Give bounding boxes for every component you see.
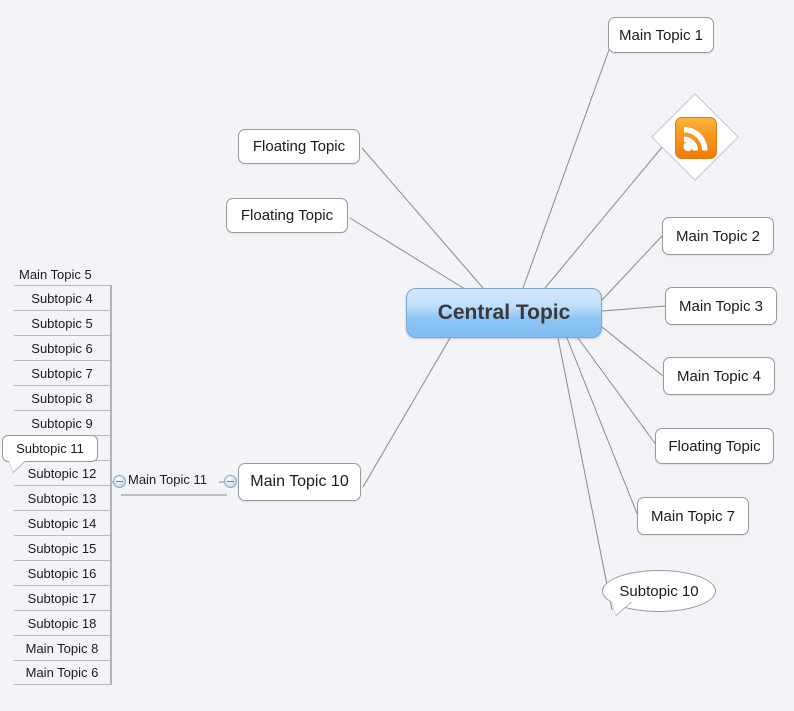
callout-label: Subtopic 11 [16, 441, 84, 456]
edge-to-main-topic-4 [601, 326, 664, 377]
collapsed-branch-main-topic-11[interactable]: Main Topic 11 [128, 472, 207, 487]
topic-main-topic-3[interactable]: Main Topic 3 [665, 287, 777, 325]
topic-label: Main Topic 1 [619, 26, 703, 44]
edge-to-main-topic-3 [601, 305, 667, 312]
outline-row[interactable]: Subtopic 8 [14, 385, 110, 410]
topic-label: Floating Topic [252, 138, 346, 155]
rss-marker[interactable] [651, 93, 739, 181]
topic-label: Floating Topic [668, 437, 761, 455]
topic-label: Main Topic 7 [651, 507, 735, 525]
edge-to-main-topic-7 [566, 337, 639, 517]
collapsed-branch-label: Main Topic 11 [128, 472, 208, 487]
outline-row[interactable]: Subtopic 4 [14, 285, 110, 310]
outline-row[interactable]: Subtopic 6 [14, 335, 110, 360]
edge-to-main-topic-1 [522, 46, 611, 289]
minus-circle-icon-branch[interactable] [113, 475, 126, 488]
topic-main-topic-2[interactable]: Main Topic 2 [662, 217, 774, 255]
outline-row[interactable]: Main Topic 6 [14, 660, 110, 685]
outline-row[interactable]: Main Topic 8 [14, 635, 110, 660]
edge-to-floating-topic-right [577, 337, 658, 447]
rss-feed-icon [675, 117, 717, 159]
topic-floating-topic-lower[interactable]: Floating Topic [226, 198, 348, 233]
outline-row[interactable]: Subtopic 17 [14, 585, 110, 610]
topic-main-topic-1[interactable]: Main Topic 1 [608, 17, 714, 53]
topic-floating-topic-right[interactable]: Floating Topic [655, 428, 774, 464]
outline-row[interactable]: Subtopic 18 [14, 610, 110, 635]
edge-to-subtopic-10 [557, 337, 613, 611]
outline-row[interactable]: Subtopic 12 [14, 460, 110, 485]
edge-to-main-topic-2 [601, 235, 663, 301]
outline-row[interactable]: Subtopic 16 [14, 560, 110, 585]
outline-row[interactable]: Subtopic 7 [14, 360, 110, 385]
edge-to-rss-marker [544, 139, 669, 289]
outline-stack: Subtopic 4 Subtopic 5 Subtopic 6 Subtopi… [14, 285, 112, 685]
topic-main-topic-4[interactable]: Main Topic 4 [663, 357, 775, 395]
central-topic-label: Central Topic [437, 301, 571, 324]
edge-to-main-topic-10 [362, 337, 451, 488]
outline-column: Main Topic 5 Subtopic 4 Subtopic 5 Subto… [14, 266, 112, 685]
callout-subtopic-11[interactable]: Subtopic 11 [2, 435, 98, 462]
edge-to-floating-topic-lower [349, 217, 469, 292]
topic-label: Main Topic 4 [677, 367, 761, 385]
edge-to-floating-topic-upper [361, 147, 484, 289]
outline-row[interactable]: Subtopic 14 [14, 510, 110, 535]
outline-header: Main Topic 5 [19, 267, 92, 282]
topic-label: Floating Topic [240, 207, 334, 224]
topic-label: Main Topic 3 [679, 297, 763, 315]
callout-subtopic-10[interactable]: Subtopic 10 [602, 570, 716, 612]
topic-main-topic-10[interactable]: Main Topic 10 [238, 463, 361, 501]
topic-main-topic-7[interactable]: Main Topic 7 [637, 497, 749, 535]
callout-label: Subtopic 10 [619, 582, 699, 600]
topic-label: Main Topic 2 [676, 227, 760, 245]
outline-row[interactable]: Subtopic 15 [14, 535, 110, 560]
outline-row[interactable]: Subtopic 5 [14, 310, 110, 335]
minus-circle-icon-topic-10[interactable] [224, 475, 237, 488]
outline-row[interactable]: Subtopic 13 [14, 485, 110, 510]
topic-floating-topic-upper[interactable]: Floating Topic [238, 129, 360, 164]
central-topic[interactable]: Central Topic [406, 288, 602, 338]
outline-row[interactable]: Subtopic 9 [14, 410, 110, 435]
topic-label: Main Topic 10 [250, 473, 349, 490]
